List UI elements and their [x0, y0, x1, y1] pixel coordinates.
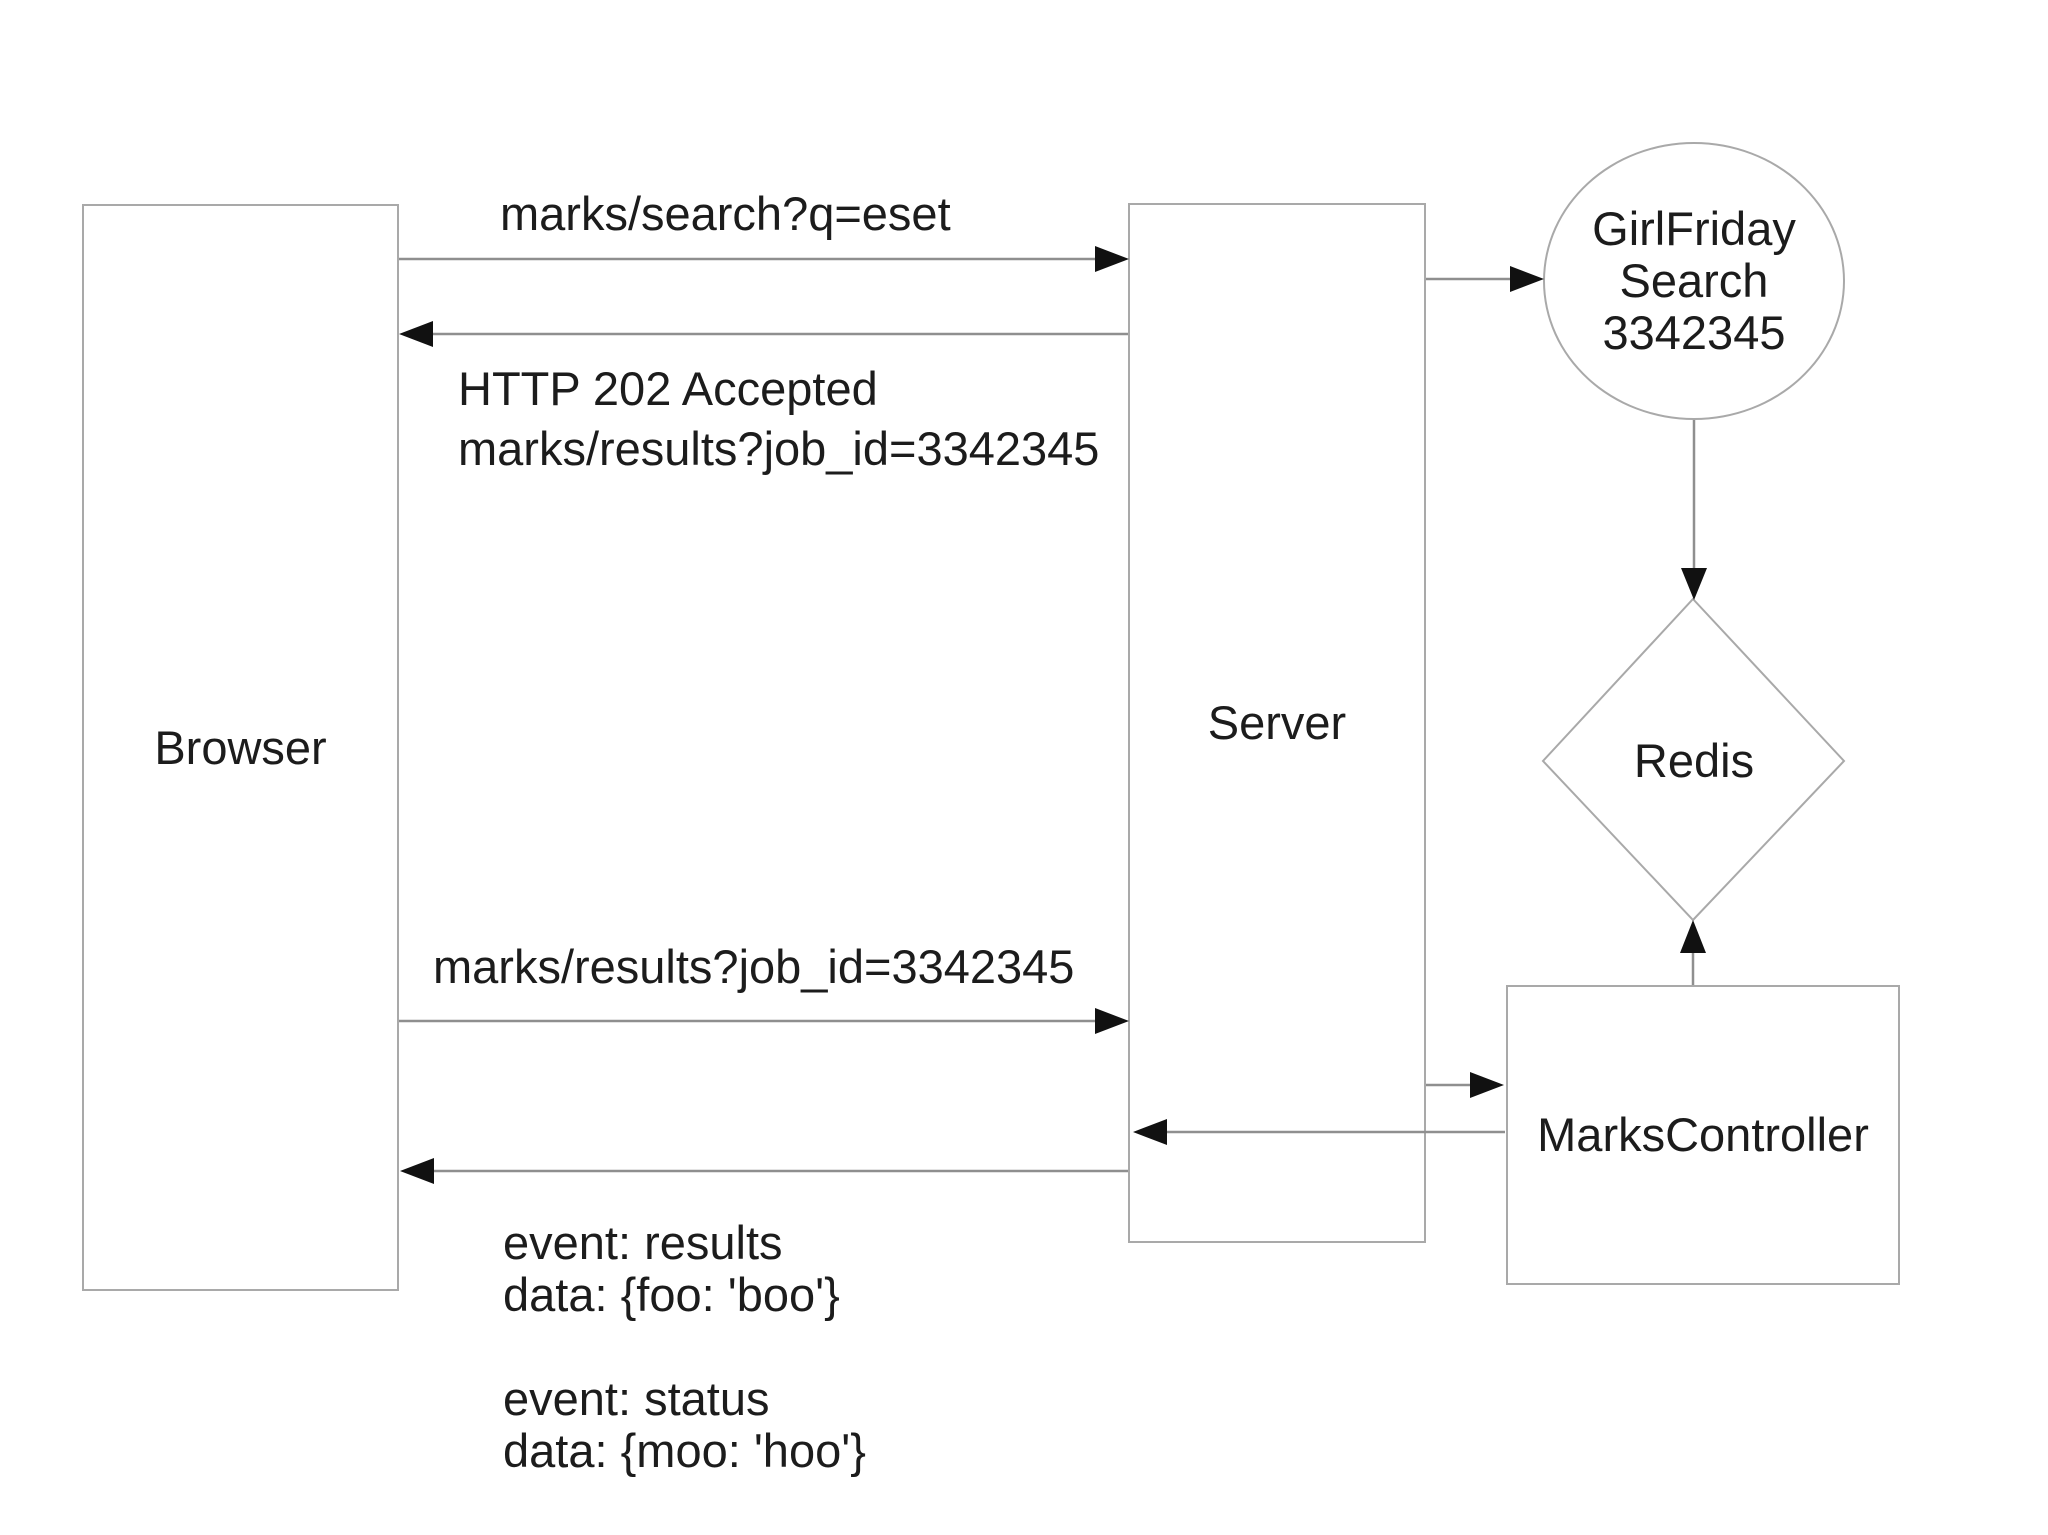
- server-label: Server: [1207, 696, 1347, 749]
- arrow-markscontroller-to-redis: [1680, 920, 1706, 985]
- arrow-girlfriday-to-redis: [1681, 420, 1707, 600]
- markscontroller-label: MarksController: [1537, 1108, 1869, 1161]
- message-search-request: marks/search?q=eset: [500, 187, 951, 240]
- arrow-accepted-response: [399, 321, 1128, 347]
- server-node: Server: [1128, 203, 1426, 1243]
- arrow-search-request: [399, 246, 1129, 272]
- arrow-server-to-girlfriday: [1426, 266, 1544, 292]
- message-sse-events: event: results data: {foo: 'boo'} event:…: [503, 1216, 866, 1477]
- message-accepted-response: HTTP 202 Accepted marks/results?job_id=3…: [458, 362, 1100, 475]
- girlfriday-search-node: GirlFriday Search 3342345: [1543, 142, 1845, 420]
- arrow-sse-response-to-browser: [400, 1158, 1128, 1184]
- girlfriday-label: GirlFriday Search 3342345: [1592, 203, 1796, 359]
- girlfriday-line1: GirlFriday: [1592, 202, 1796, 255]
- girlfriday-line3: 3342345: [1602, 306, 1786, 359]
- girlfriday-line2: Search: [1619, 254, 1769, 307]
- message-results-request: marks/results?job_id=3342345: [433, 940, 1075, 993]
- redis-label: Redis: [1633, 734, 1755, 787]
- browser-label: Browser: [154, 720, 327, 774]
- browser-node: Browser: [82, 204, 399, 1291]
- arrow-results-request: [399, 1008, 1129, 1034]
- arrow-server-to-markscontroller: [1426, 1072, 1504, 1098]
- markscontroller-node: MarksController: [1506, 985, 1900, 1285]
